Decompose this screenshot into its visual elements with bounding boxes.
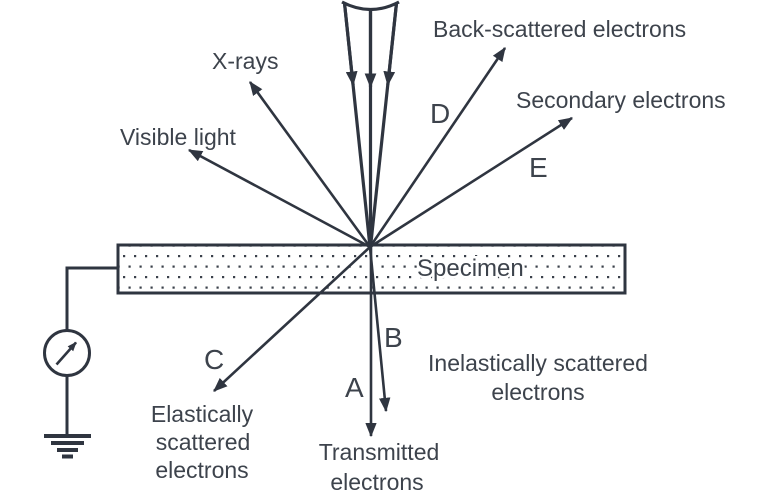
beam-arrowhead-right	[383, 2, 399, 87]
letter-c: C	[204, 344, 224, 375]
xray-arrow	[248, 81, 372, 248]
current-meter-icon	[43, 329, 91, 377]
specimen-label: Specimen	[417, 255, 524, 282]
elastic-arrow	[213, 246, 371, 392]
transmitted-label-line1: Transmitted	[319, 439, 440, 465]
letter-d: D	[430, 98, 450, 129]
signal-arrows	[187, 47, 573, 438]
letter-e: E	[529, 152, 548, 183]
visible-light-arrow	[187, 148, 371, 249]
secondary-label: Secondary electrons	[516, 87, 726, 113]
ground-icon	[44, 434, 91, 459]
secondary-arrow	[369, 116, 573, 249]
meter-needle	[55, 341, 77, 366]
letter-b: B	[384, 322, 403, 353]
labels: X-rays Visible light Back-scattered elec…	[120, 16, 726, 495]
transmitted-label-line2: electrons	[330, 469, 423, 495]
beam-arrowhead-left	[342, 2, 358, 87]
backscattered-label: Back-scattered electrons	[433, 16, 686, 42]
inelastic-label-line2: electrons	[491, 379, 584, 405]
beam-lens-arc	[341, 0, 400, 12]
elastic-label-line2: scattered	[156, 429, 251, 455]
specimen-current-circuit	[43, 266, 118, 459]
inelastic-label-line1: Inelastically scattered	[428, 350, 648, 376]
wire-upper	[65, 266, 118, 331]
backscattered-arrow	[368, 47, 507, 248]
inelastic-arrow	[368, 246, 391, 413]
elastic-label-line3: electrons	[155, 457, 248, 483]
electron-beam-icon	[341, 0, 400, 248]
visible-light-label: Visible light	[120, 124, 237, 150]
elastic-label-line1: Elastically	[151, 401, 254, 427]
letter-a: A	[345, 372, 364, 403]
xray-label: X-rays	[212, 48, 278, 74]
